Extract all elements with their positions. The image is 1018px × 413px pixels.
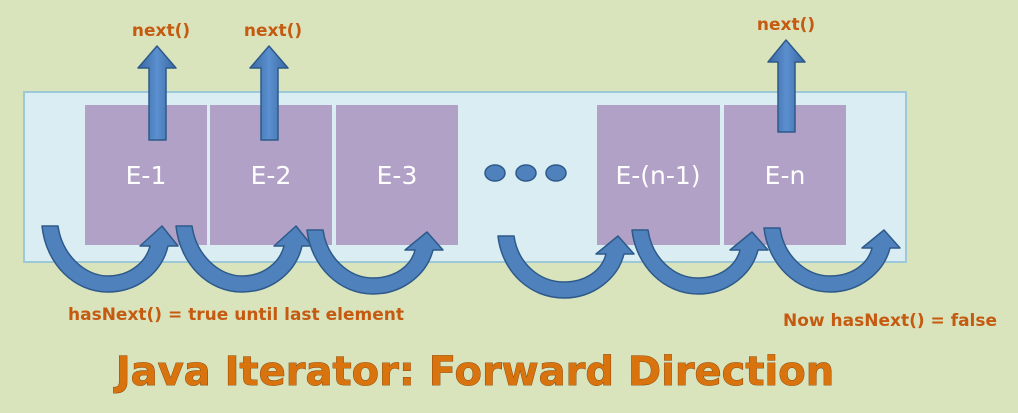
- has-next-note: hasNext() = true until last element: [68, 305, 404, 325]
- ellipsis-dots: [484, 164, 567, 182]
- ellipsis-dot-icon: [545, 164, 567, 182]
- element-box-e1: E-1: [85, 105, 207, 245]
- element-label: E-3: [377, 161, 418, 190]
- curved-arrow-icon: [497, 235, 635, 299]
- element-label: E-n: [765, 161, 806, 190]
- next-arrow-e2: next(): [244, 21, 302, 141]
- element-label: E-(n-1): [615, 161, 700, 190]
- curved-arrow-icon: [631, 229, 769, 295]
- curved-arrow-icon: [763, 227, 901, 293]
- ellipsis-dot-icon: [515, 164, 537, 182]
- next-call-label: next(): [132, 21, 190, 41]
- element-box-e3: E-3: [336, 105, 458, 245]
- curved-arrows: [41, 225, 901, 299]
- up-arrow-icon: [249, 45, 289, 141]
- up-arrow-icon: [767, 39, 806, 133]
- next-call-label: next(): [757, 15, 815, 35]
- element-label: E-2: [251, 161, 292, 190]
- element-box-en-1: E-(n-1): [597, 105, 720, 245]
- up-arrow-icon: [137, 45, 177, 141]
- ellipsis-dot-icon: [484, 164, 506, 182]
- next-arrow-e1: next(): [132, 21, 190, 141]
- diagram-title: Java Iterator: Forward Direction: [113, 349, 834, 395]
- next-call-label: next(): [244, 21, 302, 41]
- curved-arrow-icon: [41, 225, 179, 293]
- curved-arrow-icon: [306, 229, 444, 295]
- element-label: E-1: [126, 161, 167, 190]
- next-arrow-en: next(): [757, 15, 815, 133]
- end-note: Now hasNext() = false: [783, 311, 997, 331]
